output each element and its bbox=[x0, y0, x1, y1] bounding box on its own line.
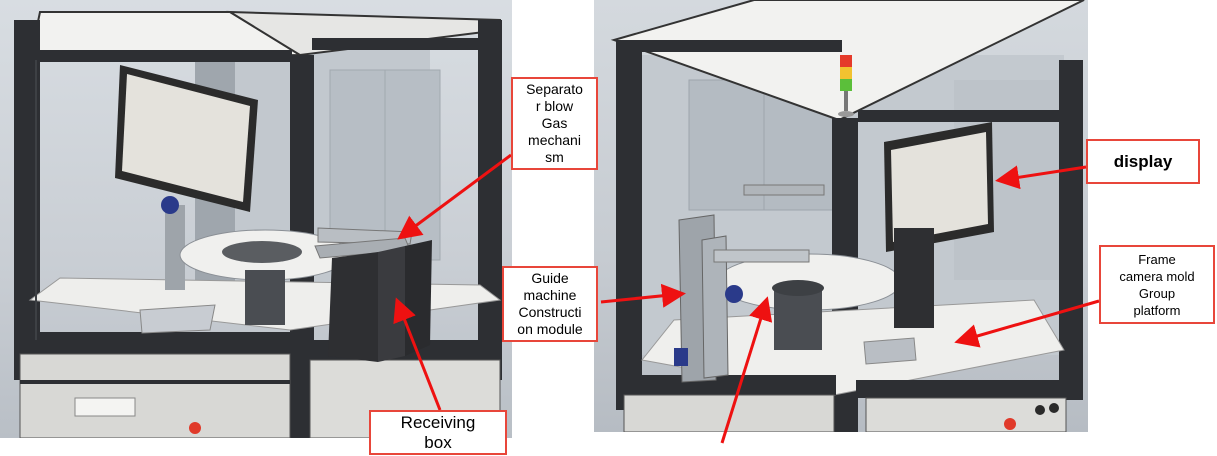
separator-blow-gas-text: Separato r blow Gas mechani sm bbox=[526, 81, 583, 165]
separator-blow-gas-label: Separato r blow Gas mechani sm bbox=[511, 77, 598, 170]
receiving-box-text: Receiving box bbox=[400, 412, 476, 452]
guide-module-label: Guide machine Constructi on module bbox=[502, 266, 598, 342]
guide-module-text: Guide machine Constructi on module bbox=[517, 270, 583, 337]
display-label: display bbox=[1086, 139, 1200, 184]
machine-render-front-view bbox=[0, 0, 512, 438]
display-text: display bbox=[1113, 151, 1173, 171]
camera-platform-text: Frame camera mold Group platform bbox=[1119, 251, 1195, 318]
machine-render-side-view bbox=[594, 0, 1088, 432]
receiving-box-label: Receiving box bbox=[369, 410, 507, 455]
camera-platform-label: Frame camera mold Group platform bbox=[1099, 245, 1215, 324]
